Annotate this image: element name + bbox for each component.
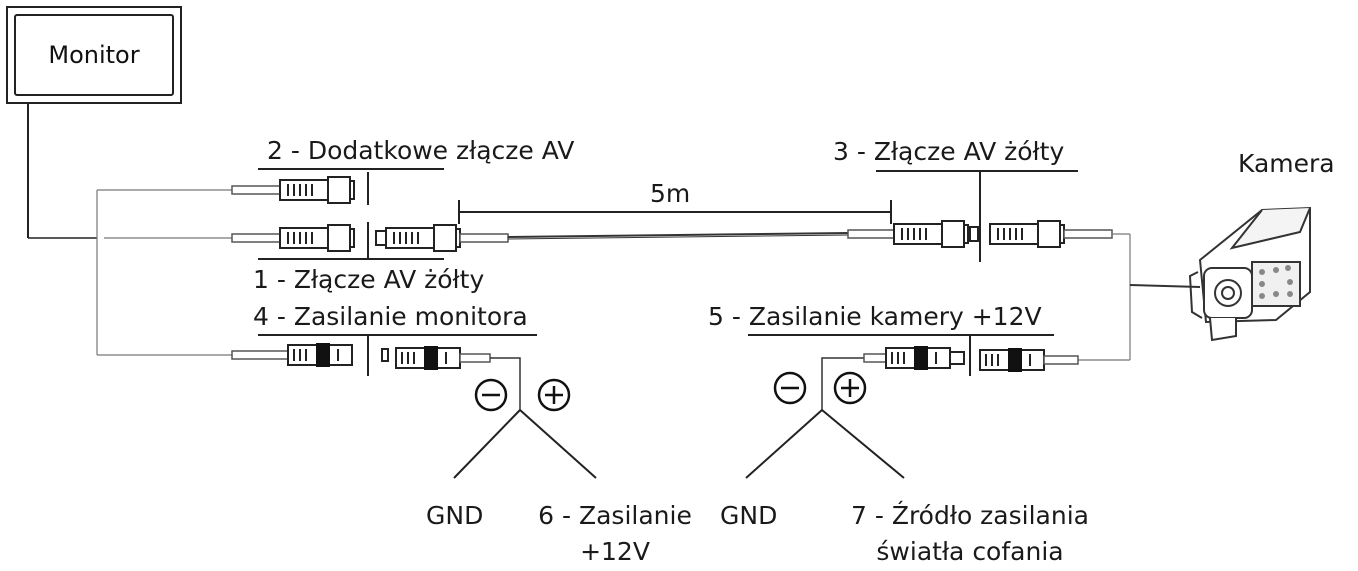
monitor-label: Monitor: [14, 14, 174, 96]
power-split-right: [745, 409, 905, 479]
plus-icon: [833, 371, 867, 405]
camera-cable: [1078, 233, 1201, 361]
monitor-box: Monitor: [6, 6, 182, 104]
power-7-line-1: 7 - Źródło zasilania: [851, 501, 1089, 530]
gnd-right-label: GND: [720, 501, 778, 530]
main-cable: [507, 232, 851, 240]
gnd-left-label: GND: [426, 501, 484, 530]
connector-5-label: 5 - Zasilanie kamery +12V: [708, 302, 1042, 331]
power-connector-5: [821, 345, 1079, 410]
minus-icon: [474, 378, 508, 412]
connector-2-label: 2 - Dodatkowe złącze AV: [267, 136, 575, 165]
power-split-left: [453, 409, 597, 479]
power-7-label: 7 - Źródło zasilania światła cofania: [840, 502, 1100, 566]
av-connector-2: [279, 176, 355, 204]
camera-label: Kamera: [1238, 149, 1335, 178]
plus-icon: [537, 378, 571, 412]
monitor-cable: [27, 104, 232, 356]
av-connector-1: [279, 224, 355, 252]
connector-1-label: 1 - Złącze AV żółty: [253, 265, 485, 294]
power-6-label: 6 - Zasilanie +12V: [530, 502, 700, 566]
power-7-line-2: światła cofania: [876, 537, 1064, 566]
power-connector-4: [287, 342, 521, 410]
connector-4-label: 4 - Zasilanie monitora: [253, 302, 528, 331]
power-6-line-2: +12V: [580, 537, 650, 566]
connector-3-label: 3 - Złącze AV żółty: [833, 137, 1065, 166]
power-6-line-1: 6 - Zasilanie: [538, 501, 692, 530]
label-lines: [258, 168, 1078, 376]
minus-icon: [773, 371, 807, 405]
cable-length-label: 5m: [650, 179, 691, 208]
length-dimension: [458, 200, 892, 224]
av-connector-1-mate: [375, 224, 509, 252]
camera-icon: [1188, 206, 1311, 342]
